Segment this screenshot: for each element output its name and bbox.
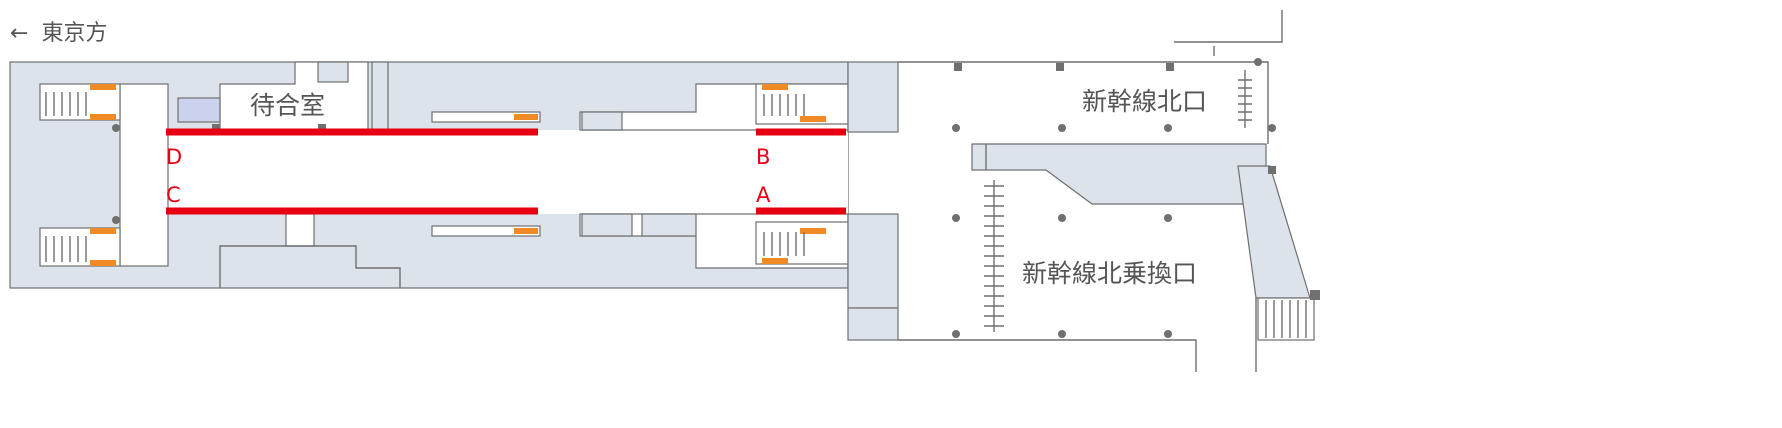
lower-gap — [285, 213, 315, 247]
platform-d-label: D — [166, 145, 182, 169]
ticket-gate-north — [1213, 46, 1252, 128]
escalator-icon — [755, 83, 849, 125]
right-block-lower — [847, 213, 899, 309]
left-passage — [119, 83, 169, 267]
direction-label: ← 東京方 — [10, 21, 107, 46]
lower-bench-marker — [514, 228, 538, 234]
lower-room-outline — [219, 245, 401, 288]
top-right-wall — [1174, 10, 1283, 43]
hall-structure-band — [971, 143, 1267, 205]
platform-b-label: B — [756, 145, 770, 169]
waiting-room-column — [371, 61, 389, 131]
waiting-room-notch — [317, 61, 349, 83]
waiting-room-bench — [177, 97, 221, 123]
hall-bottom-wall — [898, 339, 1197, 372]
shinkansen-north-exit-label: 新幹線北口 — [1082, 87, 1207, 116]
platform-a-label: A — [756, 183, 771, 207]
lower-bench — [431, 225, 541, 237]
escalator-icon — [39, 83, 121, 121]
platform-c-label: C — [166, 183, 181, 207]
ticket-gate-transfer — [984, 180, 1004, 332]
escalator-icon — [39, 227, 121, 267]
upper-bench-marker — [514, 114, 538, 120]
lower-kiosk-1 — [581, 213, 633, 237]
platform-corridor — [166, 130, 848, 214]
hall-top-wall — [898, 61, 1269, 144]
upper-bench — [431, 111, 541, 123]
lower-kiosk-2 — [641, 213, 697, 237]
arrow-left-icon: ← — [10, 21, 28, 46]
shinkansen-north-transfer-label: 新幹線北乗換口 — [1022, 259, 1197, 288]
diagonal-ramp — [1237, 165, 1311, 299]
escalator-icon — [755, 221, 849, 265]
pillar-icon — [112, 58, 1320, 338]
right-block-bottom — [847, 307, 899, 341]
stairs-icon — [1257, 297, 1315, 341]
waiting-room-label: 待合室 — [250, 91, 325, 120]
right-block-upper — [847, 61, 899, 133]
upper-kiosk — [581, 111, 623, 131]
